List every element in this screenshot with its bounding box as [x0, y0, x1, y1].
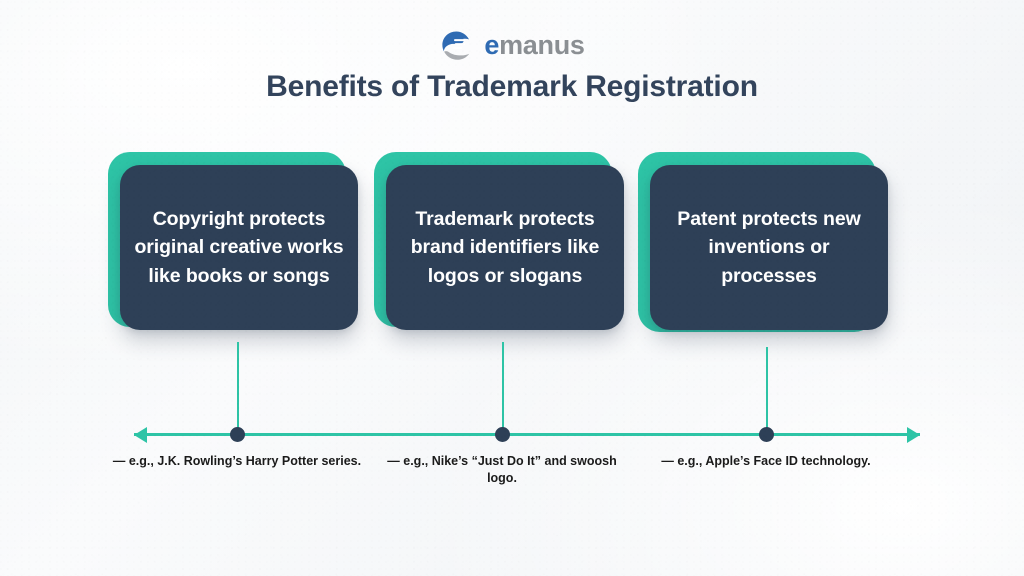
timeline-axis	[134, 433, 920, 436]
timeline-node-trademark	[495, 427, 510, 442]
card-trademark: Trademark protects brand identifiers lik…	[374, 152, 624, 330]
card-panel: Trademark protects brand identifiers lik…	[386, 165, 624, 330]
caption-copyright-example: — e.g., J.K. Rowling’s Harry Potter seri…	[112, 454, 362, 468]
brand-logo: emanus	[0, 27, 1024, 63]
arrow-right-icon	[907, 427, 920, 443]
card-text: Patent protects new inventions or proces…	[677, 207, 861, 287]
card-panel: Patent protects new inventions or proces…	[650, 165, 888, 330]
page-title: Benefits of Trademark Registration	[266, 70, 758, 103]
card-copyright: Copyright protects original creative wor…	[108, 152, 358, 330]
emanus-e-swoosh-icon	[442, 31, 470, 60]
connector-line-trademark	[502, 342, 504, 434]
timeline-node-copyright	[230, 427, 245, 442]
brand-wordmark: emanus	[484, 29, 585, 60]
connector-line-copyright	[237, 342, 239, 434]
brand-wordmark-rest: manus	[499, 29, 585, 60]
card-text: Copyright protects original creative wor…	[134, 207, 344, 287]
arrow-left-icon	[134, 427, 147, 443]
card-patent: Patent protects new inventions or proces…	[638, 152, 888, 332]
caption-patent-example: — e.g., Apple’s Face ID technology.	[661, 454, 871, 468]
timeline-node-patent	[759, 427, 774, 442]
connector-line-patent	[766, 347, 768, 434]
caption-trademark-example: — e.g., Nike’s “Just Do It” and swoosh l…	[387, 454, 617, 486]
card-panel: Copyright protects original creative wor…	[120, 165, 358, 330]
card-text: Trademark protects brand identifiers lik…	[410, 207, 600, 287]
brand-wordmark-e: e	[484, 29, 500, 60]
